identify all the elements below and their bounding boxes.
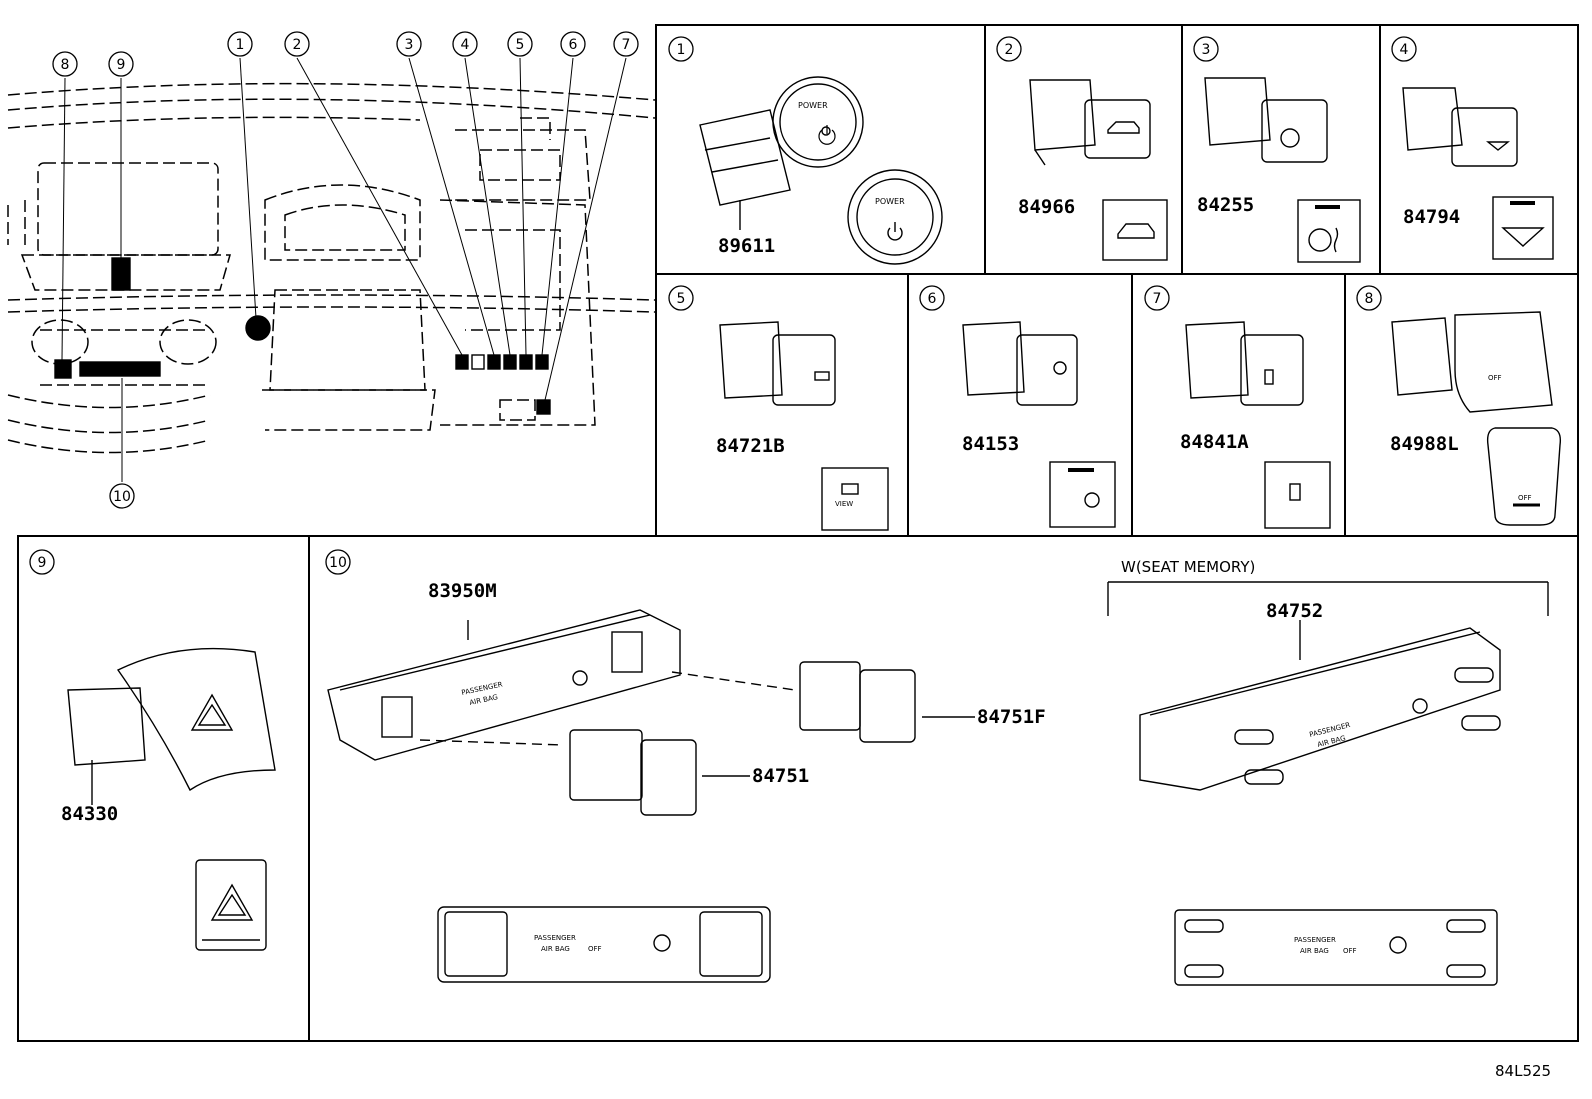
part-84966: 84966 [1018, 196, 1075, 218]
switch-84794-drawing [1402, 87, 1554, 260]
off-label-1: OFF [1488, 374, 1502, 382]
panel-frames [17, 24, 1579, 1042]
switch-84841A-drawing [1185, 321, 1331, 529]
part-84752: 84752 [1266, 600, 1323, 622]
part-84330: 84330 [61, 803, 118, 825]
part-numbers: 89611 84966 84255 84794 84721B 84153 848… [61, 194, 1460, 825]
callout-5: 5 [516, 37, 525, 53]
leader-lines [61, 57, 627, 482]
callout-6: 6 [569, 37, 578, 53]
panel-callout-8: 8 [1365, 291, 1374, 307]
part-84721B: 84721B [716, 435, 785, 457]
switch-84721B-drawing [719, 321, 889, 531]
switch-84988L-drawing [1391, 311, 1562, 526]
part-84255: 84255 [1197, 194, 1254, 216]
diagram-code: 84L525 [1495, 1062, 1551, 1080]
off-small-4: OFF [1343, 947, 1357, 955]
part-84794: 84794 [1403, 206, 1460, 228]
callout-7: 7 [622, 37, 631, 53]
callout-numbers: 1 2 3 4 5 6 7 8 9 10 1 2 3 4 5 6 7 8 9 1… [38, 37, 1409, 571]
panel-callout-6: 6 [928, 291, 937, 307]
dashboard-overview [7, 82, 656, 454]
callout-3: 3 [405, 37, 414, 53]
part-84988L: 84988L [1390, 433, 1459, 455]
callout-1: 1 [236, 37, 245, 53]
panel-callout-1: 1 [677, 42, 686, 58]
switch-84966-drawing [1029, 79, 1168, 261]
panel-callout-3: 3 [1202, 42, 1211, 58]
power-label-2: POWER [875, 197, 905, 206]
callout-4: 4 [461, 37, 470, 53]
dashboard-callouts [52, 31, 639, 509]
part-84751F: 84751F [977, 706, 1046, 728]
view-label: VIEW [835, 500, 853, 508]
part-83950M: 83950M [428, 580, 497, 602]
panel-callout-7: 7 [1153, 291, 1162, 307]
airbag-label-3: AIR BAG [541, 945, 570, 953]
callout-2: 2 [293, 37, 302, 53]
switch-texts: POWER POWER VIEW OFF OFF PASSENGER AIR B… [461, 101, 1532, 955]
airbag-label-4: AIR BAG [1300, 947, 1329, 955]
power-switch-icon [818, 125, 836, 145]
part-89611: 89611 [718, 235, 775, 257]
panel-callout-10: 10 [329, 555, 347, 571]
airbag-label-1: AIR BAG [469, 693, 499, 707]
passenger-label-4: PASSENGER [1294, 936, 1336, 944]
power-switch-drawing [699, 76, 943, 265]
labels: W(SEAT MEMORY) 84L525 [1121, 558, 1551, 1080]
panel-callout-9: 9 [38, 555, 47, 571]
panel-callout-2: 2 [1005, 42, 1014, 58]
passenger-label-3: PASSENGER [534, 934, 576, 942]
seat-heater-drawing [327, 581, 1549, 986]
callout-9: 9 [117, 57, 126, 73]
switch-84153-drawing [962, 321, 1116, 528]
callout-10: 10 [113, 489, 131, 505]
callout-8: 8 [61, 57, 70, 73]
panel-callouts [29, 36, 1417, 575]
panel-callout-5: 5 [677, 291, 686, 307]
panel-callout-4: 4 [1400, 42, 1409, 58]
off-small-3: OFF [588, 945, 602, 953]
power-label-1: POWER [798, 101, 828, 110]
part-84841A: 84841A [1180, 431, 1249, 453]
part-84153: 84153 [962, 433, 1019, 455]
switch-84255-drawing [1204, 77, 1361, 263]
off-label-2: OFF [1518, 494, 1532, 502]
part-84751: 84751 [752, 765, 809, 787]
hazard-switch-drawing [67, 647, 276, 951]
dashboard-markers [54, 257, 551, 415]
seat-memory-label: W(SEAT MEMORY) [1121, 558, 1255, 576]
